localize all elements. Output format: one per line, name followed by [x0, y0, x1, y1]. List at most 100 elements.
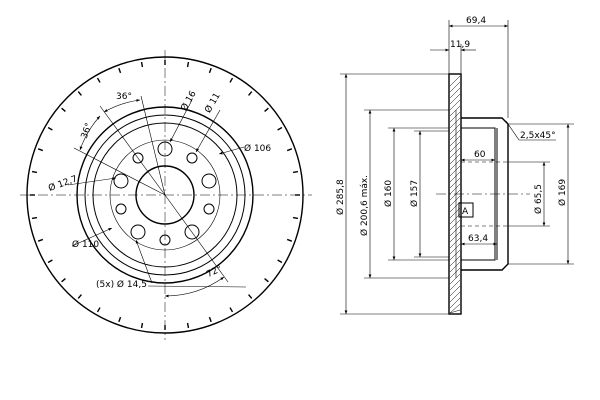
hatch-line — [449, 99, 461, 111]
vent-tick — [96, 307, 101, 313]
leader-dia-16 — [169, 99, 193, 143]
dim-dia-110: Ø 110 — [72, 239, 99, 250]
hatch-line — [449, 267, 461, 279]
hatch-line — [449, 237, 461, 249]
vent-tick — [286, 148, 293, 152]
vent-tick — [208, 316, 212, 323]
hatch-line — [449, 159, 461, 171]
dim-dia-285-8: Ø 285,8 — [335, 179, 346, 215]
angle-leg-72 — [164, 194, 229, 283]
vent-tick — [140, 61, 144, 68]
locating-hole — [159, 234, 171, 246]
bolt-hole — [130, 224, 146, 240]
dim-disc-thickness: 11,9 — [450, 40, 470, 50]
hatch-line — [449, 117, 461, 129]
dim-63-4: 63,4 — [468, 234, 488, 244]
dim-angle-side: 36° — [80, 122, 95, 140]
hatch-line — [449, 183, 461, 195]
angle-leg-top — [99, 105, 166, 196]
dim-dia-157: Ø 157 — [409, 180, 420, 207]
dim-angle-72: 72° — [205, 264, 224, 280]
hatch-line — [449, 87, 461, 99]
hatch-line — [449, 303, 461, 314]
vent-tick — [186, 61, 190, 68]
hatch-line — [449, 255, 461, 267]
hatch-line — [449, 249, 461, 261]
dim-dia-16: Ø 16 — [179, 89, 199, 113]
dim-total-width: 69,4 — [466, 16, 486, 26]
hatch-line — [449, 75, 461, 87]
dim-dia-169: Ø 169 — [557, 179, 568, 206]
hatch-line — [449, 135, 461, 147]
dim-dia-106: Ø 106 — [244, 143, 271, 154]
bolt-hole — [113, 173, 129, 189]
vent-tick — [208, 67, 212, 74]
hatch-line — [449, 141, 461, 153]
hatch-line — [449, 111, 461, 123]
vent-tick — [77, 294, 82, 299]
hatch-line — [449, 105, 461, 117]
dim-dia-12-7: Ø 12,7 — [47, 173, 79, 194]
dim-dia-200-6: Ø 200,6 máx. — [359, 175, 370, 236]
hatch-line — [449, 297, 461, 309]
dim-dia-160: Ø 160 — [383, 180, 394, 207]
hatch-line — [449, 213, 461, 225]
vent-tick — [96, 77, 101, 83]
dim-60: 60 — [474, 150, 486, 160]
hatch-line — [449, 309, 461, 314]
vent-tick — [286, 238, 293, 242]
bolt-hole — [184, 224, 200, 240]
locating-holes — [115, 152, 215, 246]
vent-tick — [61, 107, 66, 112]
disc-plate-hatch — [449, 75, 461, 314]
angle-leg-side — [73, 147, 166, 196]
leader-bolt-holes-pointer — [135, 239, 153, 284]
hatch-line — [449, 129, 461, 141]
dim-chamfer: 2,5x45° — [520, 131, 556, 141]
dim-bolt-holes: (5x) Ø 14,5 — [96, 279, 147, 290]
vent-tick — [31, 170, 38, 174]
vent-tick — [77, 91, 82, 96]
angle-arc-side — [79, 115, 101, 151]
locating-hole — [115, 203, 127, 215]
vent-tick — [37, 238, 44, 242]
bolt-holes — [113, 141, 217, 240]
locating-hole — [203, 203, 215, 215]
vent-tick — [61, 278, 66, 283]
hatch-line — [449, 207, 461, 219]
vent-tick — [118, 67, 122, 74]
hatch-line — [449, 219, 461, 231]
hatch-line — [449, 81, 461, 93]
vent-tick — [264, 278, 269, 283]
leader-bolt-holes — [147, 285, 247, 288]
hatch-line — [449, 147, 461, 159]
vent-tick — [292, 170, 299, 174]
vent-tick — [264, 107, 269, 112]
hatch-line — [449, 273, 461, 285]
hatch-line — [449, 171, 461, 183]
vent-tick — [140, 322, 144, 329]
hatch-line — [449, 195, 461, 207]
hatch-line — [449, 225, 461, 237]
bolt-hole — [201, 173, 217, 189]
leader-dia-106 — [218, 146, 245, 155]
dim-dia-11: Ø 11 — [203, 91, 223, 115]
hatch-line — [449, 165, 461, 177]
hatch-line — [449, 93, 461, 105]
hatch-line — [449, 243, 461, 255]
hatch-line — [449, 177, 461, 189]
vent-tick — [47, 126, 53, 131]
vent-tick — [229, 77, 234, 83]
locating-hole — [132, 152, 144, 164]
angle-arc-top — [103, 99, 141, 113]
angle-arc-72 — [164, 276, 225, 298]
vent-tick — [248, 91, 253, 96]
dim-dia-65-5: Ø 65,5 — [533, 184, 544, 214]
hatch-line — [449, 153, 461, 165]
datum-box — [458, 202, 474, 218]
vent-tick — [248, 294, 253, 299]
dim-angle-top: 36° — [116, 92, 132, 102]
angle-leg-top-2 — [140, 95, 166, 196]
leader-dia-12-7 — [67, 177, 117, 186]
